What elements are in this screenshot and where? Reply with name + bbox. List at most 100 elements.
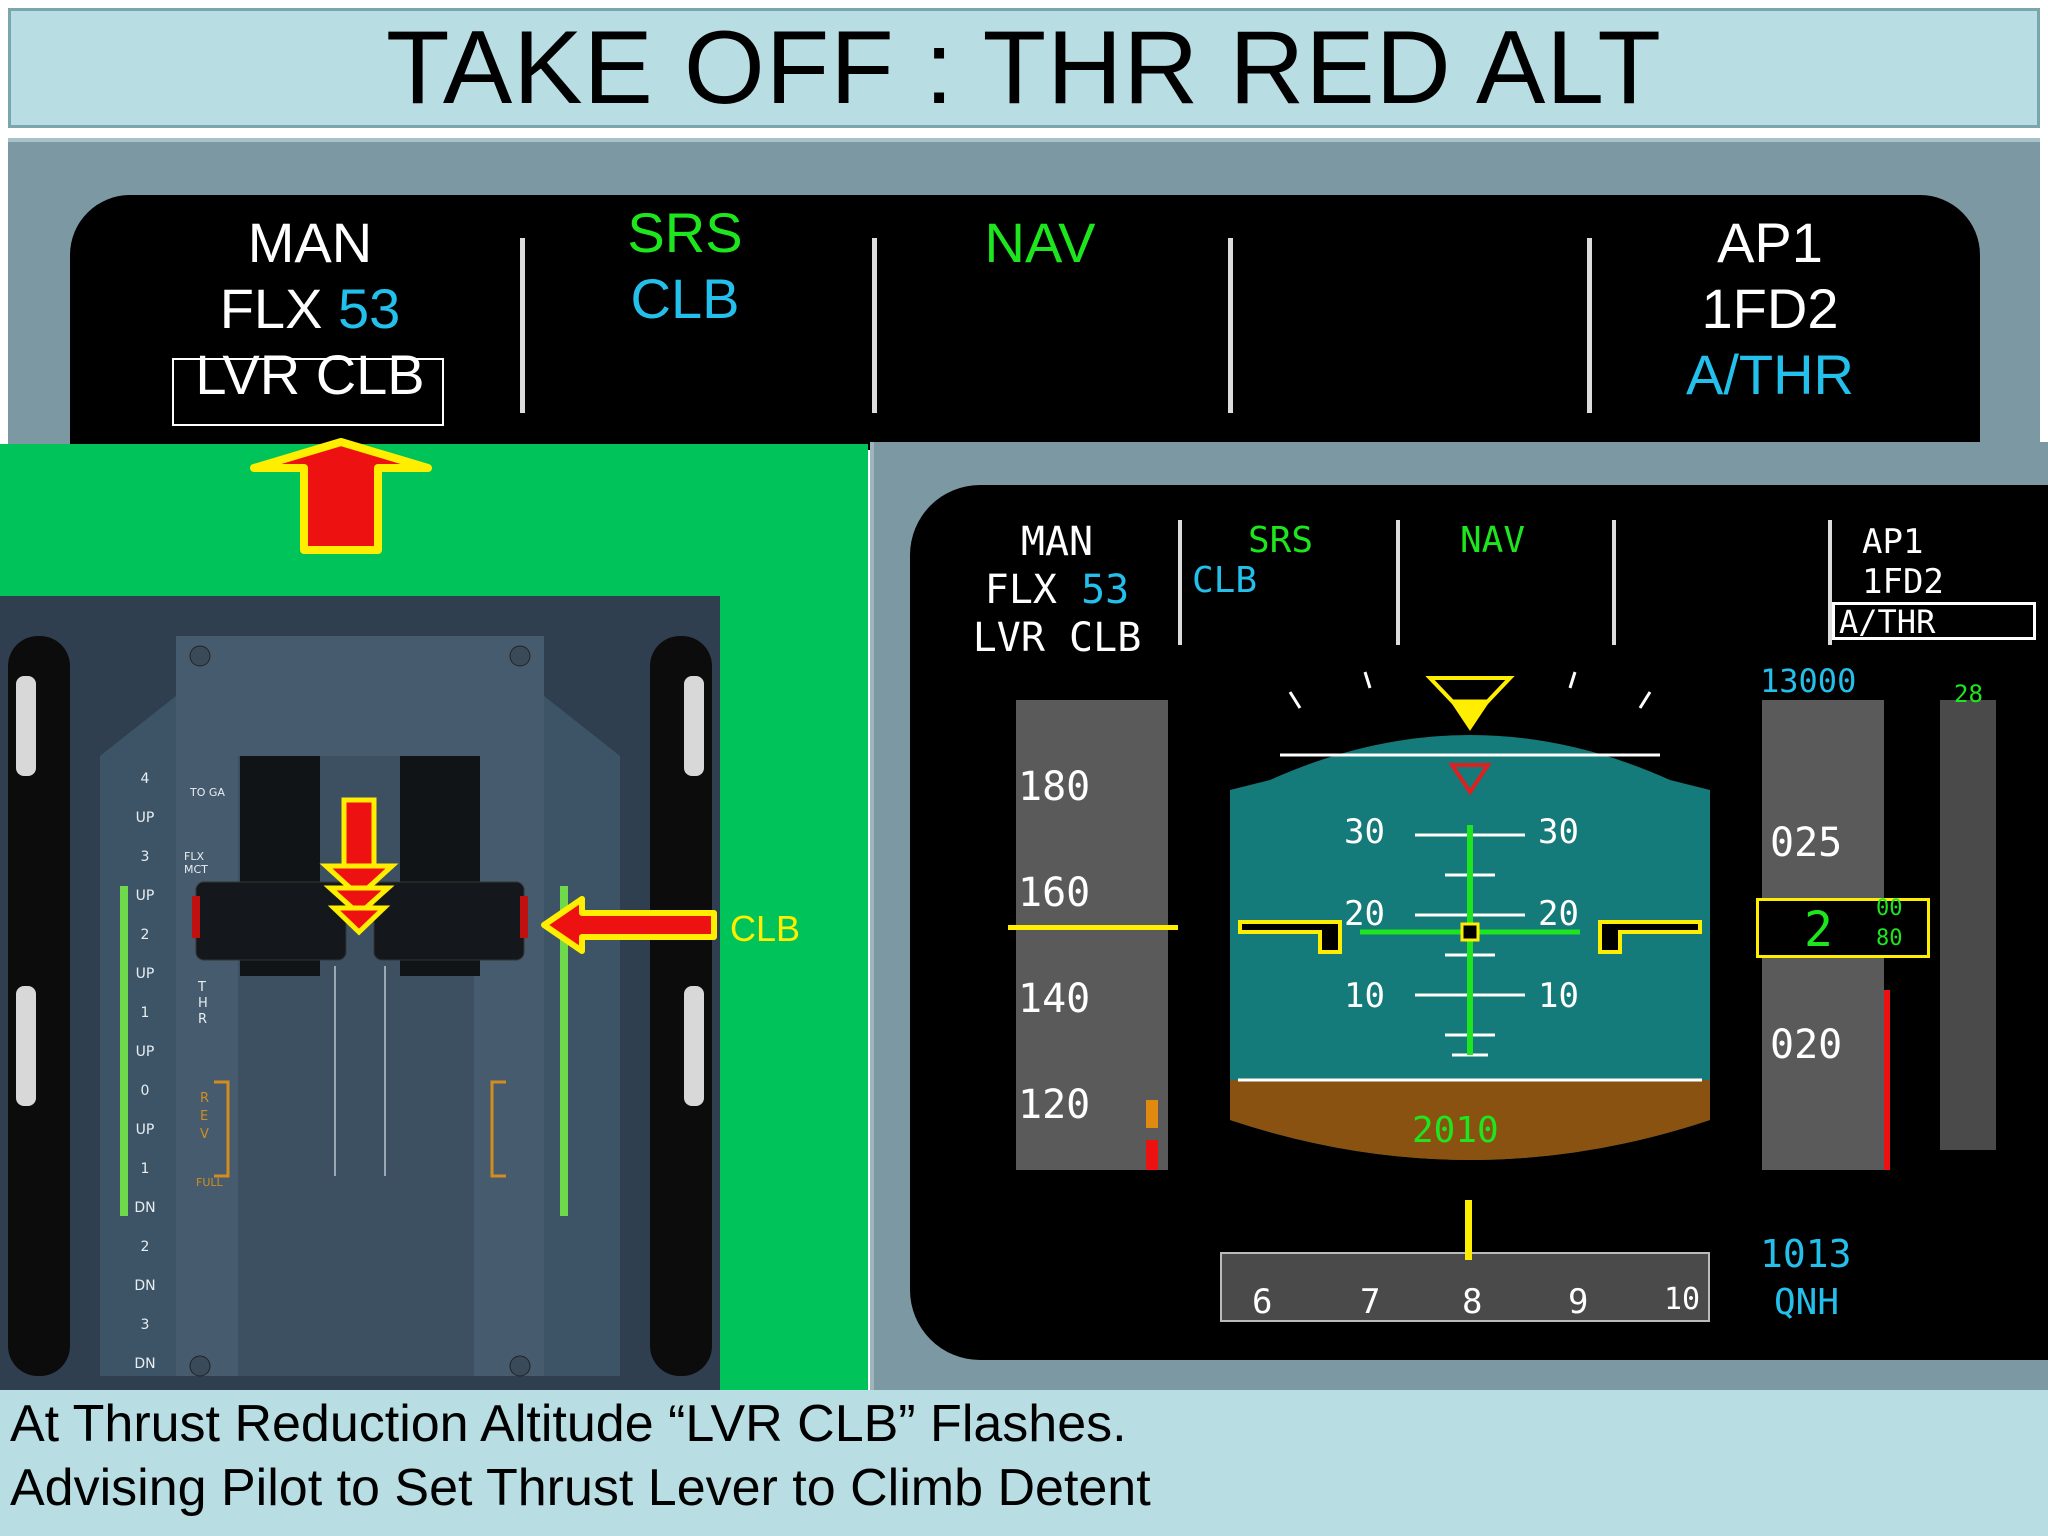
scale-label: 1 [140, 1161, 150, 1177]
thrust-lever-left [195, 881, 347, 961]
scale-label: DN [134, 1200, 156, 1216]
fma-flx-line: FLX 53 [140, 276, 480, 342]
pfd-fma-col1: MAN FLX 53 LVR CLB [952, 518, 1162, 662]
pfd-fd-label: 1FD2 [1862, 562, 1944, 602]
fma-divider [1228, 238, 1233, 413]
pitch-label: 10 [1344, 976, 1385, 1016]
scale-label: 2 [140, 1239, 150, 1255]
speed-scale: 180 160 140 120 [1018, 734, 1090, 1158]
pfd-flx-value: 53 [1081, 567, 1130, 613]
fma-flx-value: 53 [337, 277, 401, 340]
pfd-ap1-label: AP1 [1862, 522, 1924, 562]
pfd-srs-label: SRS [1248, 520, 1314, 561]
pfd-fma-col5: AP1 1FD2 [1862, 522, 1944, 602]
flx-mct-mark: FLX MCT [184, 850, 208, 876]
scale-label: 3 [140, 849, 150, 865]
vls-amber-band [1146, 1100, 1158, 1128]
fma-lvr-clb-label: LVR CLB [195, 343, 425, 406]
scale-label: 3 [140, 1317, 150, 1333]
caption-line-2: Advising Pilot to Set Thrust Lever to Cl… [10, 1459, 1151, 1517]
pfd-lvr-clb-label: LVR CLB [972, 615, 1142, 661]
vls-red-band [1146, 1140, 1158, 1170]
fma-fd-label: 1FD2 [1701, 277, 1839, 340]
fma-divider [1587, 238, 1592, 413]
pfd-man-label: MAN [1020, 519, 1094, 565]
pfd-nav-label: NAV [1460, 520, 1526, 561]
attitude-indicator [1230, 671, 1710, 1160]
radio-altitude: 2010 [1412, 1110, 1499, 1151]
toga-mark: TO GA [190, 786, 225, 799]
scale-label: DN [134, 1278, 156, 1294]
pitch-label: 10 [1538, 976, 1579, 1016]
altitude-current-tens: 00 [1876, 896, 1903, 921]
ground-reference-bar [1884, 990, 1890, 1170]
caption-line-1: At Thrust Reduction Altitude “LVR CLB” F… [10, 1395, 1127, 1453]
pfd-athr-box: A/THR [1832, 602, 2036, 640]
left-trim-wheel [8, 636, 70, 1376]
thr-mark: THR [198, 980, 208, 1027]
thrust-scale-left: 4 UP 3 UP 2 UP 1 UP 0 UP 1 DN 2 DN 3 DN [130, 760, 160, 1384]
speed-reference-line [1008, 925, 1178, 930]
pitch-label: 20 [1538, 894, 1579, 934]
down-arrow-icon [319, 797, 399, 936]
lvr-clb-highlight-box [172, 358, 444, 426]
fma-column-3: NAV [870, 210, 1210, 276]
speed-tick-label: 140 [1018, 976, 1091, 1022]
pitch-label: 30 [1344, 812, 1385, 852]
altitude-tick-label: 025 [1770, 820, 1843, 866]
caption-band: At Thrust Reduction Altitude “LVR CLB” F… [0, 1390, 2048, 1536]
baro-setting: 1013 [1760, 1232, 1852, 1276]
pitch-label: 30 [1538, 812, 1579, 852]
scale-label: UP [135, 810, 155, 826]
heading-label: 10 [1664, 1282, 1701, 1317]
clb-detent-label: CLB [730, 908, 801, 949]
heading-label: 7 [1360, 1282, 1381, 1322]
fma-clb-label: CLB [630, 267, 740, 330]
pfd-flx-label: FLX [984, 567, 1057, 613]
scale-label: UP [135, 888, 155, 904]
altitude-current-hundreds: 2 [1804, 902, 1833, 958]
scale-label: UP [135, 1122, 155, 1138]
fma-divider [520, 238, 525, 413]
right-trim-wheel [650, 636, 712, 1376]
speed-tick-label: 180 [1018, 764, 1091, 810]
vs-scale [1940, 700, 1996, 1150]
rev-mark: REV [200, 1091, 210, 1142]
left-arrow-icon [541, 896, 717, 954]
title-band: TAKE OFF : THR RED ALT [8, 8, 2040, 128]
altitude-window [1756, 898, 1930, 958]
fma-column-2: SRS CLB [515, 200, 855, 332]
pfd-flx-line: FLX 53 [952, 566, 1162, 614]
fma-man-label: MAN [247, 211, 373, 274]
pfd-fma-divider [1178, 520, 1182, 645]
heading-label: 8 [1462, 1282, 1483, 1322]
fma-srs-label: SRS [627, 201, 743, 264]
altitude-target: 13000 [1760, 662, 1857, 700]
pitch-label: 20 [1344, 894, 1385, 934]
fma-column-5: AP1 1FD2 A/THR [1600, 210, 1940, 408]
up-arrow-icon [250, 438, 432, 554]
qnh-label: QNH [1774, 1282, 1840, 1323]
vertical-speed: 28 [1954, 680, 1983, 708]
fma-screen [70, 195, 1980, 450]
fma-athr-label: A/THR [1686, 343, 1854, 406]
page-title: TAKE OFF : THR RED ALT [386, 9, 1662, 126]
speed-tape [1016, 700, 1168, 1170]
fma-nav-label: NAV [984, 211, 1096, 274]
scale-label: 1 [140, 1005, 150, 1021]
full-mark: FULL [196, 1176, 223, 1189]
pfd-fma-divider [1828, 520, 1832, 645]
fma-column-1: MAN FLX 53 LVR CLB [140, 210, 480, 408]
scale-label: UP [135, 966, 155, 982]
scale-label: UP [135, 1044, 155, 1060]
scale-label: DN [134, 1356, 156, 1372]
scale-label: 0 [140, 1083, 150, 1099]
pfd-fma-divider [1612, 520, 1616, 645]
thrust-lever-panel [0, 596, 720, 1390]
scale-label: 4 [140, 771, 150, 787]
pfd-fma-divider [1396, 520, 1400, 645]
fma-divider [872, 238, 877, 413]
speed-tick-label: 160 [1018, 870, 1091, 916]
speed-tick-label: 120 [1018, 1082, 1091, 1128]
heading-label: 6 [1252, 1282, 1273, 1322]
